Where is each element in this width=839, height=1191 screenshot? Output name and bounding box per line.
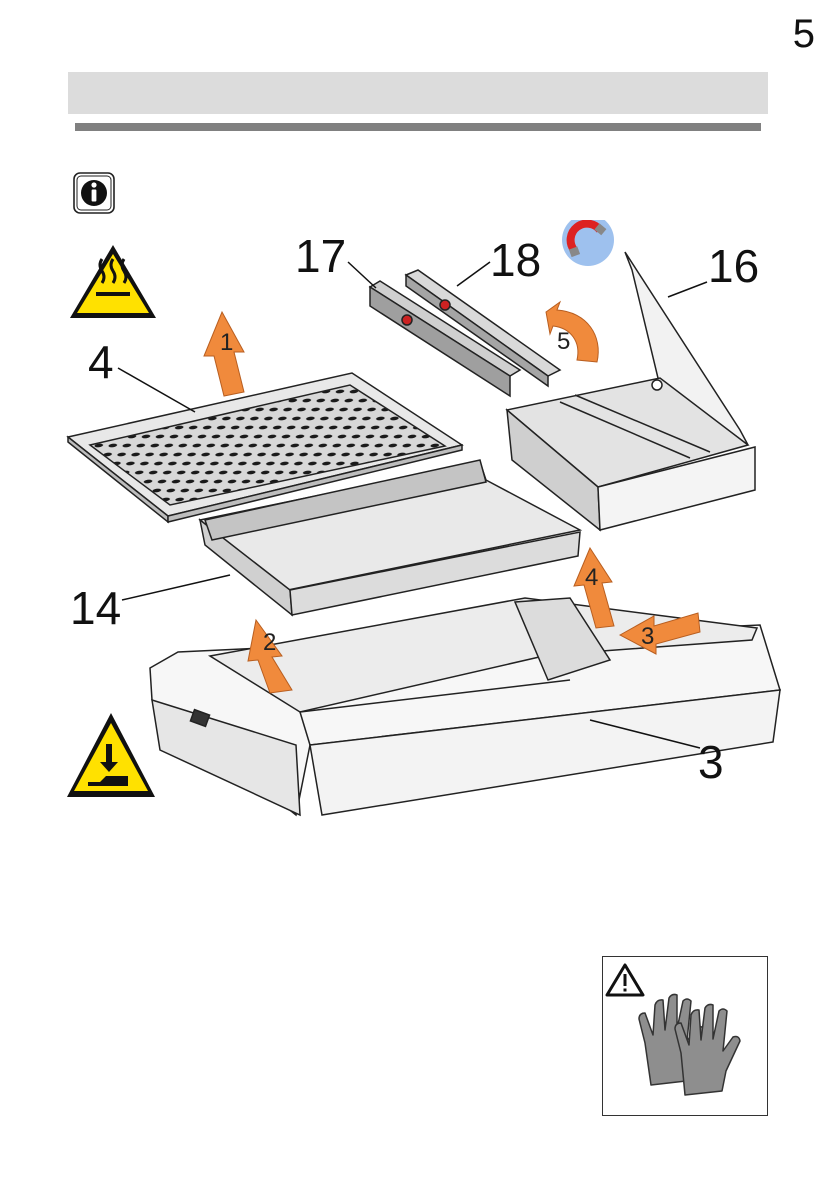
hand-crush-warning-icon	[67, 713, 155, 797]
magnet-icon	[562, 220, 614, 266]
exploded-assembly-illustration: 1 2 3 4 5 4 14 3 16 17 18	[0, 220, 839, 840]
step-number-4: 4	[585, 564, 598, 591]
arrow-step-5	[546, 302, 598, 362]
callout-part-14: 14	[70, 582, 121, 634]
step-number-3: 3	[641, 623, 654, 650]
info-icon	[73, 172, 115, 214]
callout-part-3: 3	[698, 736, 724, 788]
callout-part-4: 4	[88, 336, 114, 388]
protective-gloves-box	[602, 956, 768, 1116]
page-number: 5	[793, 14, 815, 54]
step-number-5: 5	[557, 328, 570, 355]
caution-triangle-icon	[607, 965, 643, 995]
header-band	[68, 72, 768, 114]
callout-part-17: 17	[295, 230, 346, 282]
callout-part-16: 16	[708, 240, 759, 292]
protective-gloves-icon	[603, 957, 766, 1114]
step-number-2: 2	[263, 629, 276, 656]
hot-surface-warning-icon	[70, 245, 156, 318]
step-number-1: 1	[220, 329, 233, 356]
callout-part-18: 18	[490, 234, 541, 286]
heater-box	[507, 252, 755, 530]
header-rule	[75, 123, 761, 131]
